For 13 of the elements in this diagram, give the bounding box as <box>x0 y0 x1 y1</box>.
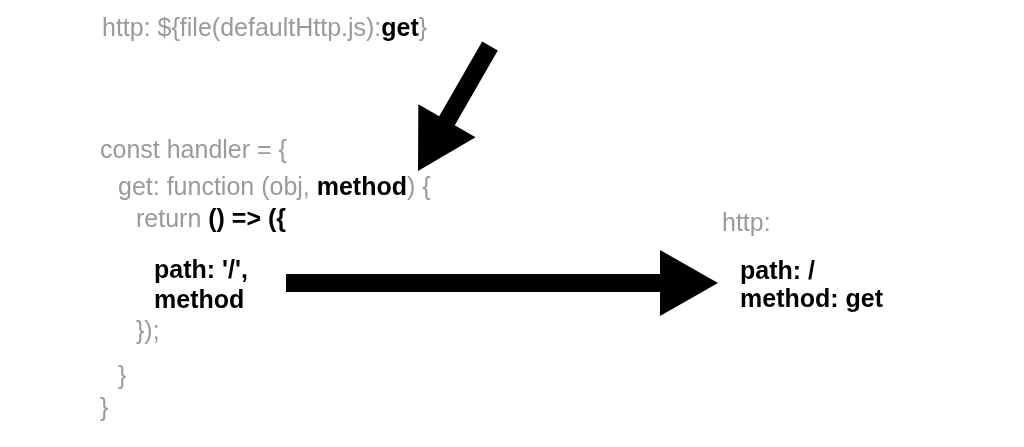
code-line: const handler = { <box>100 134 287 164</box>
code-line: http: <box>722 207 771 237</box>
code-line: method <box>154 284 245 314</box>
arrow <box>286 250 718 316</box>
code-line: path: / <box>740 255 815 285</box>
code-line: }); <box>136 315 160 345</box>
code-line: get: function (obj, method) { <box>118 171 431 201</box>
code-line: path: '/', <box>154 254 248 284</box>
code-line: } <box>118 360 127 390</box>
code-line: method: get <box>740 284 884 313</box>
code-line: http: ${file(defaultHttp.js):get} <box>102 12 428 42</box>
code-line: return () => ({ <box>136 203 287 233</box>
code-line: } <box>100 392 109 422</box>
